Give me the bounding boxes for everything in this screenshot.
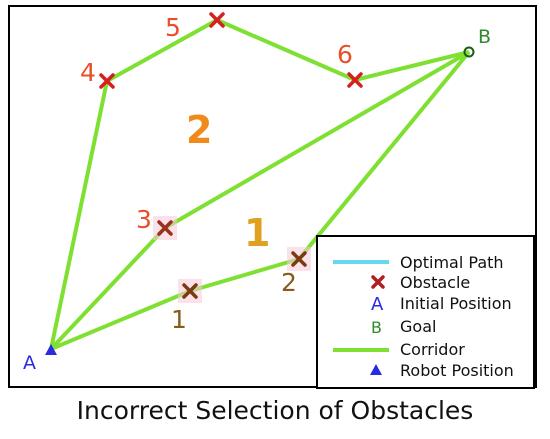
obstacle-marker-2 — [291, 251, 307, 267]
legend-label-initial-position: Initial Position — [400, 294, 512, 313]
obstacle-label-6: 6 — [337, 40, 353, 69]
obstacle-marker-4 — [99, 73, 115, 89]
robot-position-marker — [45, 344, 57, 355]
obstacle-markers — [99, 12, 363, 299]
obstacle-label-5: 5 — [165, 13, 181, 42]
region-label-1: 1 — [244, 211, 270, 255]
letter-a-icon: A — [371, 294, 384, 315]
obstacle-marker-5 — [209, 12, 225, 28]
legend: Optimal Path Obstacle A Initial Position… — [316, 235, 535, 389]
obstacle-label-1: 1 — [171, 305, 187, 334]
obstacle-label-3: 3 — [136, 205, 152, 234]
region-label-2: 2 — [186, 108, 212, 152]
point-label-a: A — [23, 352, 36, 374]
obstacle-marker-3 — [157, 220, 173, 236]
red-cross-icon — [371, 275, 385, 289]
legend-label-optimal-path: Optimal Path — [400, 253, 504, 272]
obstacle-label-2: 2 — [281, 268, 297, 297]
legend-label-goal: Goal — [400, 317, 436, 336]
obstacle-highlights — [153, 216, 311, 303]
point-label-b: B — [478, 26, 491, 48]
corridor-bottom — [50, 50, 471, 351]
legend-label-obstacle: Obstacle — [400, 273, 470, 292]
obstacle-marker-6 — [347, 72, 363, 88]
blue-triangle-icon — [370, 364, 382, 375]
figure-caption: Incorrect Selection of Obstacles — [76, 396, 474, 425]
goal-marker — [463, 46, 475, 58]
obstacle-label-4: 4 — [80, 58, 96, 87]
obstacle-marker-1 — [182, 283, 198, 299]
legend-label-corridor: Corridor — [400, 340, 465, 359]
legend-label-robot-position: Robot Position — [400, 361, 514, 380]
letter-b-icon: B — [371, 318, 382, 337]
